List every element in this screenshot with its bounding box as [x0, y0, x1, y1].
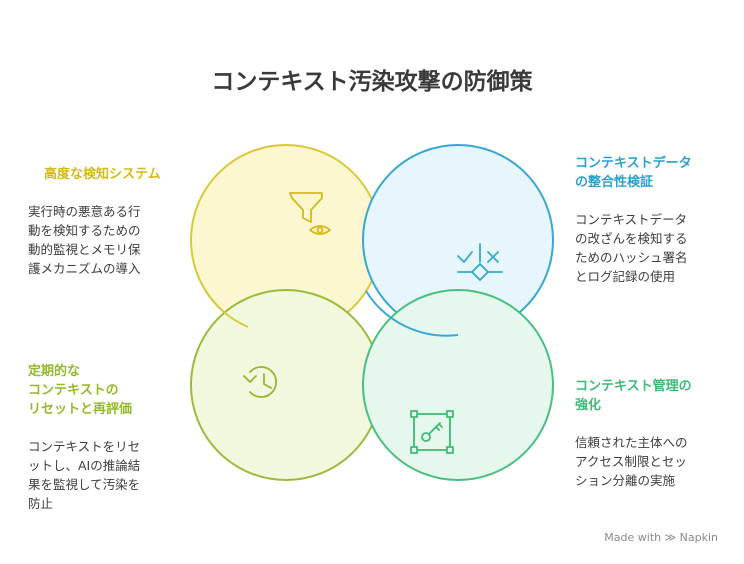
section-detection-body: 実行時の悪意ある行 動を検知するための 動的監視とメモリ保 護メカニズムの導入 [28, 204, 141, 276]
check-cross-decision-icon [457, 243, 503, 281]
integrity-arc-overlay [365, 290, 459, 337]
history-clock-icon [243, 366, 277, 398]
section-integrity-body: コンテキストデータ の改ざんを検知する ためのハッシュ署名 とログ記録の使用 [575, 212, 688, 284]
section-detection-heading: 高度な検知システム [44, 167, 161, 182]
key-frame-icon [410, 410, 454, 454]
section-management: コンテキスト管理の 強化 信頼された主体への アクセス制限とセッ ション分離の実… [575, 377, 692, 490]
circle-management [362, 289, 554, 481]
brand-label: Napkin [679, 531, 718, 544]
section-detection: 高度な検知システム 実行時の悪意ある行 動を検知するための 動的監視とメモリ保 … [28, 165, 161, 278]
funnel-eye-icon [289, 192, 331, 235]
made-with-label: Made with [604, 531, 662, 544]
detection-arc-overlay [204, 289, 249, 328]
section-management-body: 信頼された主体への アクセス制限とセッ ション分離の実施 [575, 435, 688, 488]
section-integrity: コンテキストデータ の整合性検証 コンテキストデータ の改ざんを検知する ための… [575, 154, 692, 286]
section-reset: 定期的な コンテキストの リセットと再評価 コンテキストをリセ ットし、AIの推… [28, 362, 140, 513]
section-integrity-heading: コンテキストデータ の整合性検証 [575, 156, 692, 190]
footer-attribution[interactable]: Made with ≫ Napkin [604, 531, 718, 544]
section-reset-body: コンテキストをリセ ットし、AIの推論結 果を監視して汚染を 防止 [28, 439, 141, 511]
circle-reset [190, 289, 382, 481]
section-reset-heading: 定期的な コンテキストの リセットと再評価 [28, 364, 133, 417]
section-management-heading: コンテキスト管理の 強化 [575, 379, 692, 413]
page-title: コンテキスト汚染攻撃の防御策 [211, 69, 533, 95]
napkin-logo-icon: ≫ [664, 531, 677, 544]
